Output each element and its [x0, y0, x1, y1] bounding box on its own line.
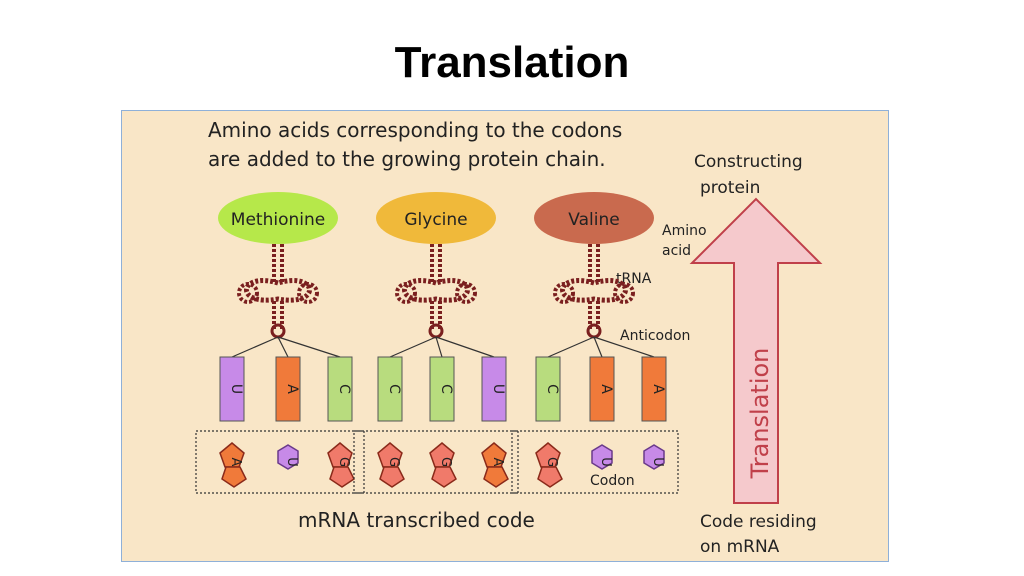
translation-arrow-label: Translation [746, 348, 774, 480]
anticodon-connector [547, 336, 595, 358]
anticodon-box [641, 356, 667, 422]
codon-label: Codon [590, 473, 635, 489]
amino-acid-label-line-2: acid [662, 243, 691, 259]
codon-ring [431, 466, 457, 488]
anticodon-box [429, 356, 455, 422]
translation-diagram: Amino acids corresponding to the codons … [121, 110, 889, 562]
anticodon-box [219, 356, 245, 422]
anticodon-box [589, 356, 615, 422]
anticodon-connector [435, 336, 495, 358]
constructing-protein-line-2: protein [700, 178, 760, 198]
constructing-protein-line-1: Constructing [694, 152, 803, 172]
codon-base: U [598, 457, 613, 467]
anticodon-connector [231, 336, 279, 358]
codon-ring [537, 466, 563, 488]
codon-base: G [386, 457, 401, 467]
caption-line-2: are added to the growing protein chain. [208, 147, 606, 171]
anticodon-base: U [490, 384, 506, 394]
anticodon-connector [277, 336, 289, 358]
trna-loop-left [553, 282, 575, 304]
anticodon-label: Anticodon [620, 328, 690, 344]
slide-title: Translation [394, 38, 630, 87]
trna-stem [272, 244, 284, 283]
codon-base: A [228, 458, 243, 467]
anticodon-connector [593, 336, 603, 358]
codon-pentagon [535, 442, 561, 468]
trna-loop-left [237, 282, 259, 304]
anticodon-connector [593, 336, 655, 358]
codon-ring [483, 466, 509, 488]
anticodon-box [327, 356, 353, 422]
caption-line-1: Amino acids corresponding to the codons [208, 118, 622, 142]
trna-anticodon-loop [586, 323, 602, 339]
anticodon-base: U [228, 384, 244, 394]
amino-acid-name: Glycine [404, 210, 467, 230]
anticodon-base: A [598, 384, 614, 394]
trna-loop-right [297, 282, 319, 304]
amino-acid-label-line-1: Amino [662, 223, 707, 239]
codon-pentagon [481, 442, 507, 468]
code-residing-line-1: Code residing [700, 512, 817, 532]
amino-acid-name: Methionine [231, 210, 325, 230]
anticodon-base: A [650, 384, 666, 394]
anticodon-box [535, 356, 561, 422]
trna-loop-right [455, 282, 477, 304]
codon-hexagon [643, 444, 665, 470]
codon-hexagon [277, 444, 299, 470]
mrna-transcribed-label: mRNA transcribed code [298, 508, 535, 532]
codon-base: G [438, 457, 453, 467]
codon-ring [221, 466, 247, 488]
anticodon-base: C [336, 384, 352, 394]
anticodon-connector [435, 336, 443, 358]
anticodon-base: C [438, 384, 454, 394]
anticodon-base: A [284, 384, 300, 394]
codon-base: A [490, 458, 505, 467]
codon-box [511, 430, 679, 494]
amino-acid-ellipse [534, 192, 654, 244]
translation-arrow [689, 197, 823, 504]
trna-stem [588, 244, 600, 283]
trna-anticodon-loop [428, 323, 444, 339]
anticodon-connector [277, 336, 341, 358]
codon-base: G [336, 457, 351, 467]
amino-acid-name: Valine [568, 210, 619, 230]
amino-acid-ellipse [376, 192, 496, 244]
trna-anticodon-loop [270, 323, 286, 339]
code-residing-line-2: on mRNA [700, 537, 780, 557]
codon-base: U [284, 457, 299, 467]
anticodon-box [377, 356, 403, 422]
codon-box [195, 430, 365, 494]
codon-pentagon [429, 442, 455, 468]
codon-ring [379, 466, 405, 488]
anticodon-base: C [544, 384, 560, 394]
codon-ring [329, 466, 355, 488]
anticodon-box [275, 356, 301, 422]
anticodon-box [481, 356, 507, 422]
codon-base: G [544, 457, 559, 467]
anticodon-base: C [386, 384, 402, 394]
codon-pentagon [327, 442, 353, 468]
trna-loop-left [395, 282, 417, 304]
trna-loop-right [613, 282, 635, 304]
trna-stem [430, 244, 442, 283]
codon-pentagon [219, 442, 245, 468]
amino-acid-ellipse [218, 192, 338, 244]
codon-hexagon [591, 444, 613, 470]
codon-base: U [650, 457, 665, 467]
anticodon-connector [389, 336, 437, 358]
codon-pentagon [377, 442, 403, 468]
codon-box [353, 430, 519, 494]
